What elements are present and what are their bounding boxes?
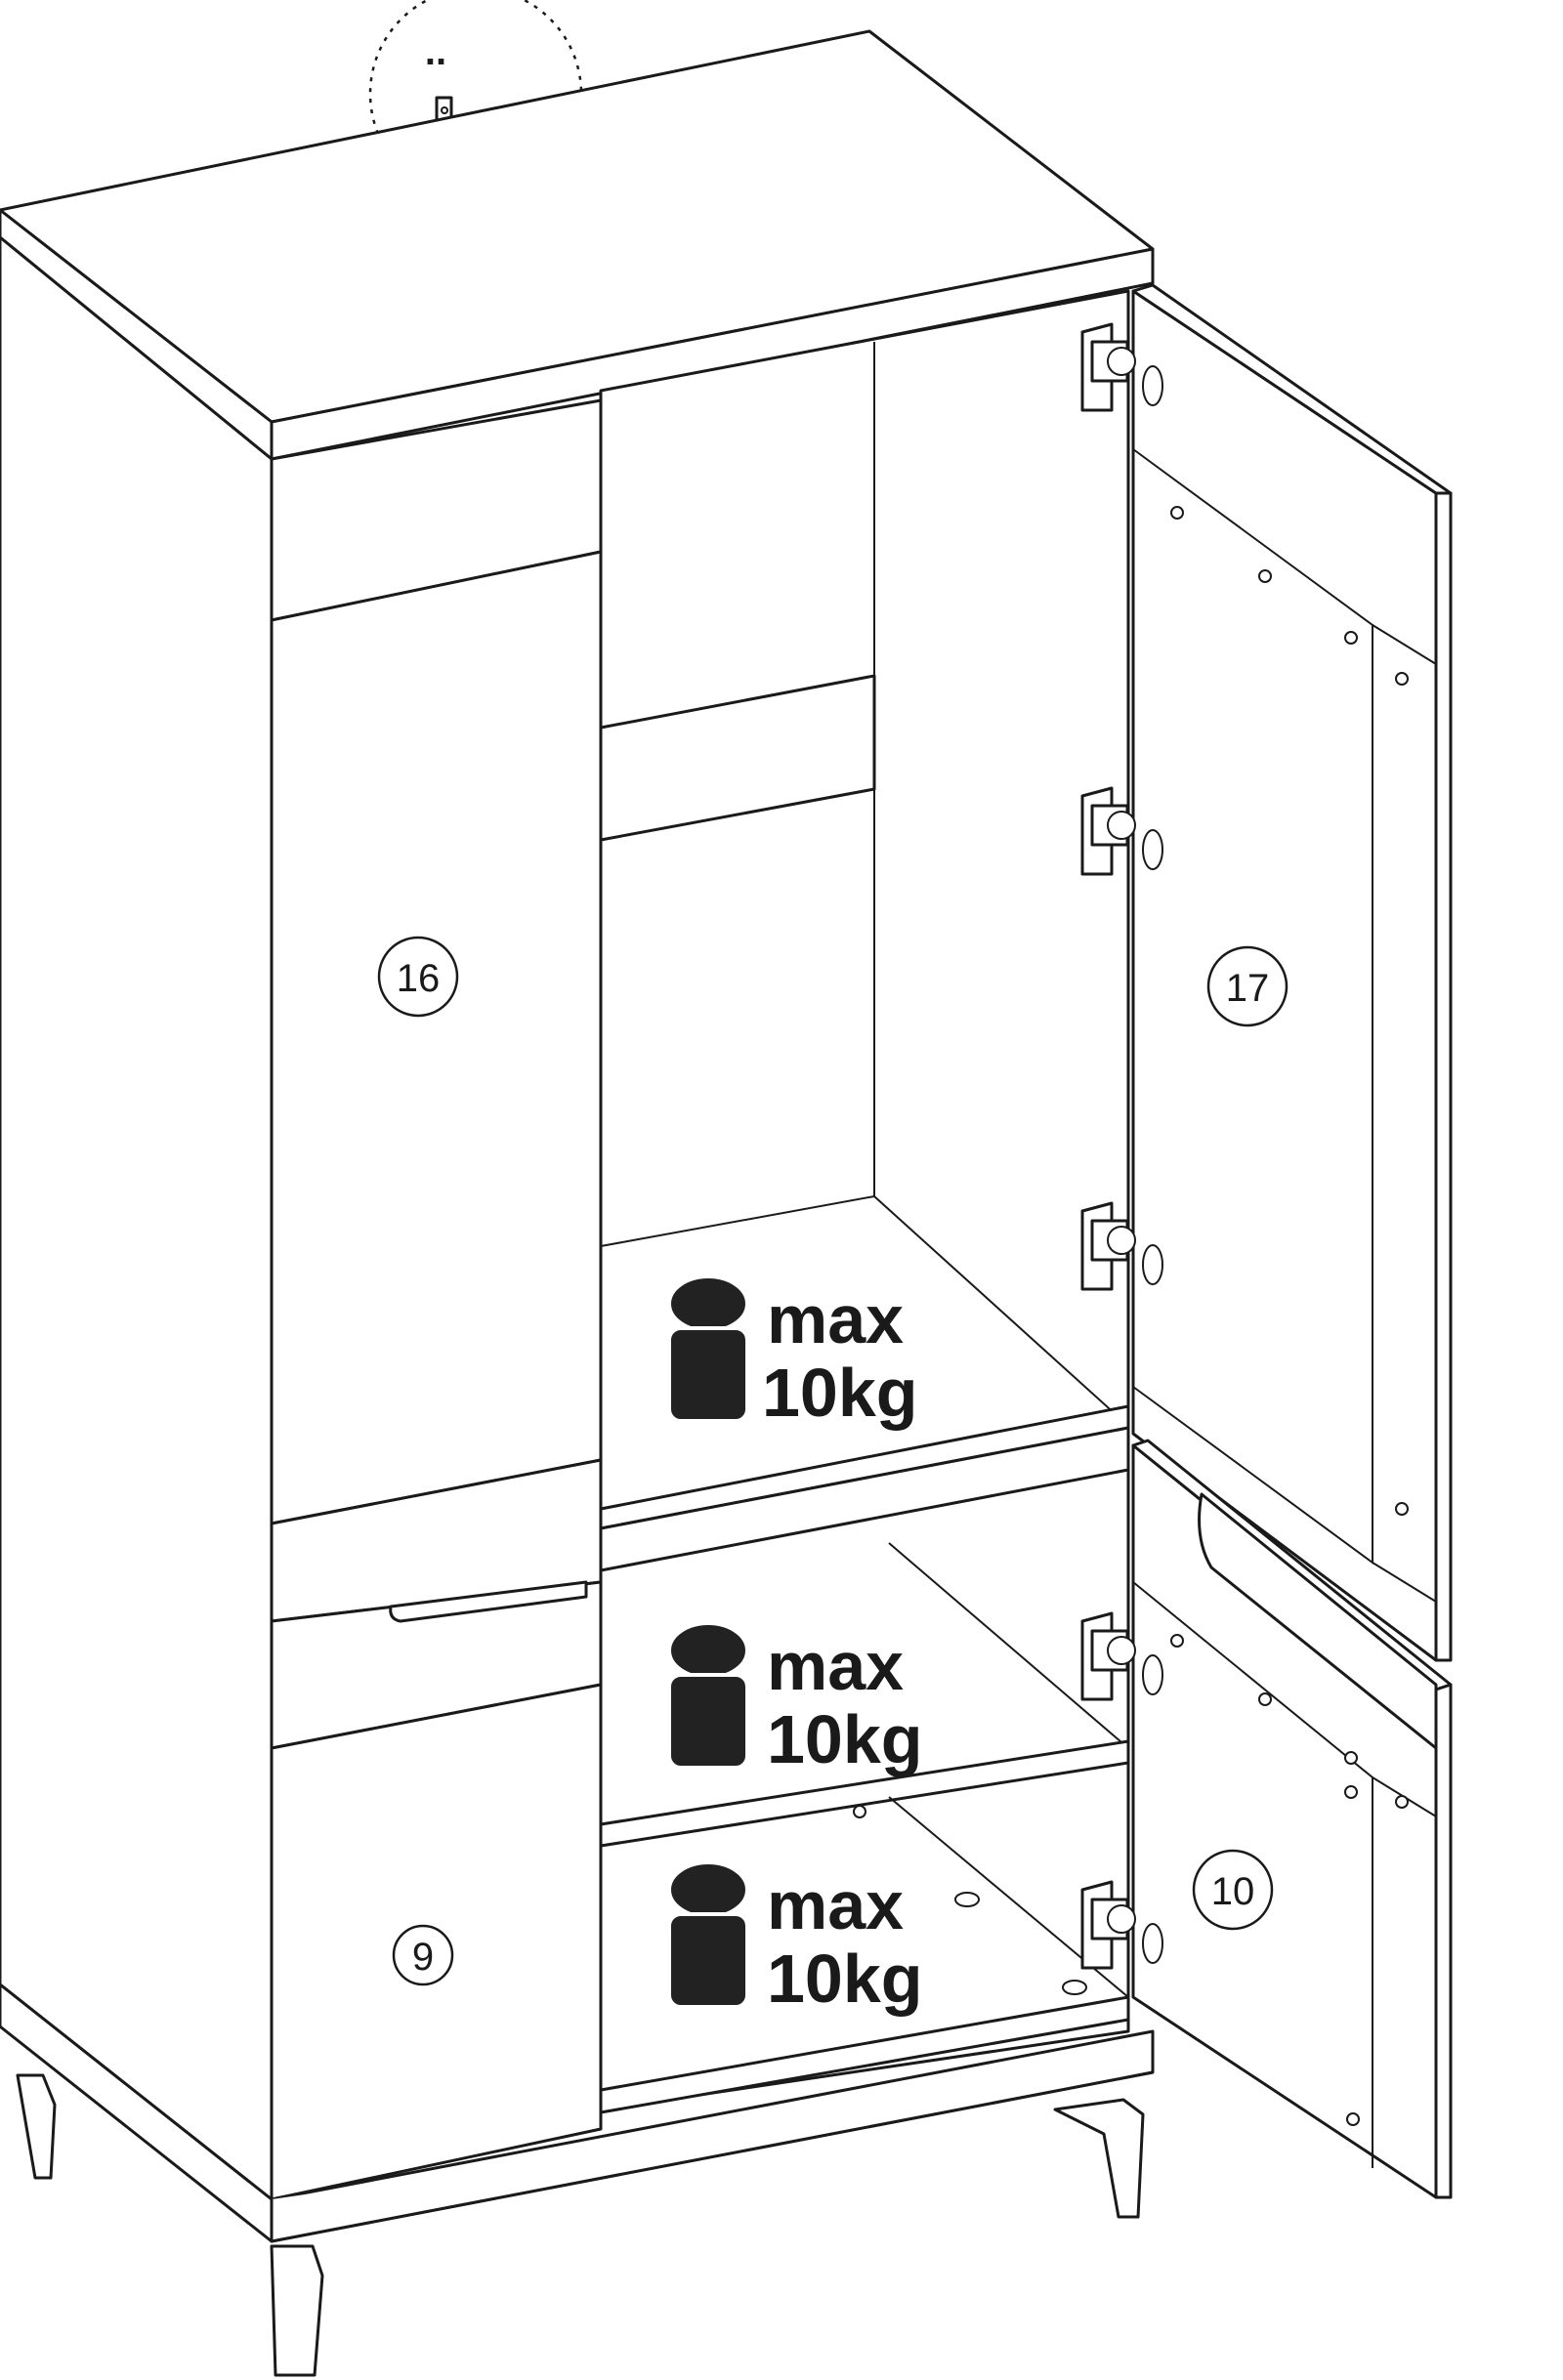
door-9: 9: [270, 1683, 603, 2201]
shelf-load-3: max 10kg: [667, 1860, 923, 2017]
plinth: [0, 1983, 1155, 2243]
top-panel: [0, 29, 1155, 461]
carcass-interior: [599, 289, 1130, 2111]
hinges: [1080, 322, 1163, 1970]
weight-icon: [667, 1860, 749, 2009]
load-max-label: max: [767, 1281, 904, 1357]
leg-front-left: [270, 2244, 324, 2377]
hinge-2: [1080, 786, 1163, 876]
load-max-label: max: [767, 1867, 904, 1943]
hinge-3: [1080, 1201, 1163, 1291]
weight-icon: [667, 1621, 749, 1770]
callout-10-label: 10: [1211, 1870, 1255, 1913]
hinge-5: [1080, 1880, 1163, 1970]
shelf-load-2: max 10kg: [667, 1621, 923, 1777]
load-value-label: 10kg: [767, 1701, 923, 1777]
callout-9-label: 9: [412, 1936, 434, 1979]
hinge-1: [1080, 322, 1163, 412]
callout-10: [1192, 1849, 1274, 1931]
left-side-panel: [0, 235, 274, 2201]
door-16: 16: [270, 398, 603, 1623]
leg-back-left: [16, 2073, 57, 2180]
load-value-label: 10kg: [762, 1355, 918, 1431]
callout-17: [1206, 945, 1288, 1027]
weight-icon: [667, 1274, 749, 1423]
legs: [16, 2073, 1145, 2377]
hinge-4: [1080, 1611, 1163, 1701]
door-17: 17: [1131, 283, 1453, 1662]
callout-9: [392, 1924, 454, 1986]
load-max-label: max: [767, 1628, 904, 1704]
leg-front-right: [1053, 2098, 1145, 2219]
callout-17-label: 17: [1226, 967, 1270, 1010]
shelf-load-1: max 10kg: [667, 1274, 918, 1431]
door-10-handle: [1198, 1492, 1438, 1750]
shelves: [599, 1404, 1130, 2114]
load-value-label: 10kg: [767, 1941, 923, 2017]
drawer-handle: [389, 1580, 588, 1623]
bracket-marks: ..: [425, 30, 446, 73]
door-10: 10: [1131, 1439, 1453, 2199]
callout-16: [377, 936, 459, 1018]
callout-16-label: 16: [397, 957, 441, 1000]
